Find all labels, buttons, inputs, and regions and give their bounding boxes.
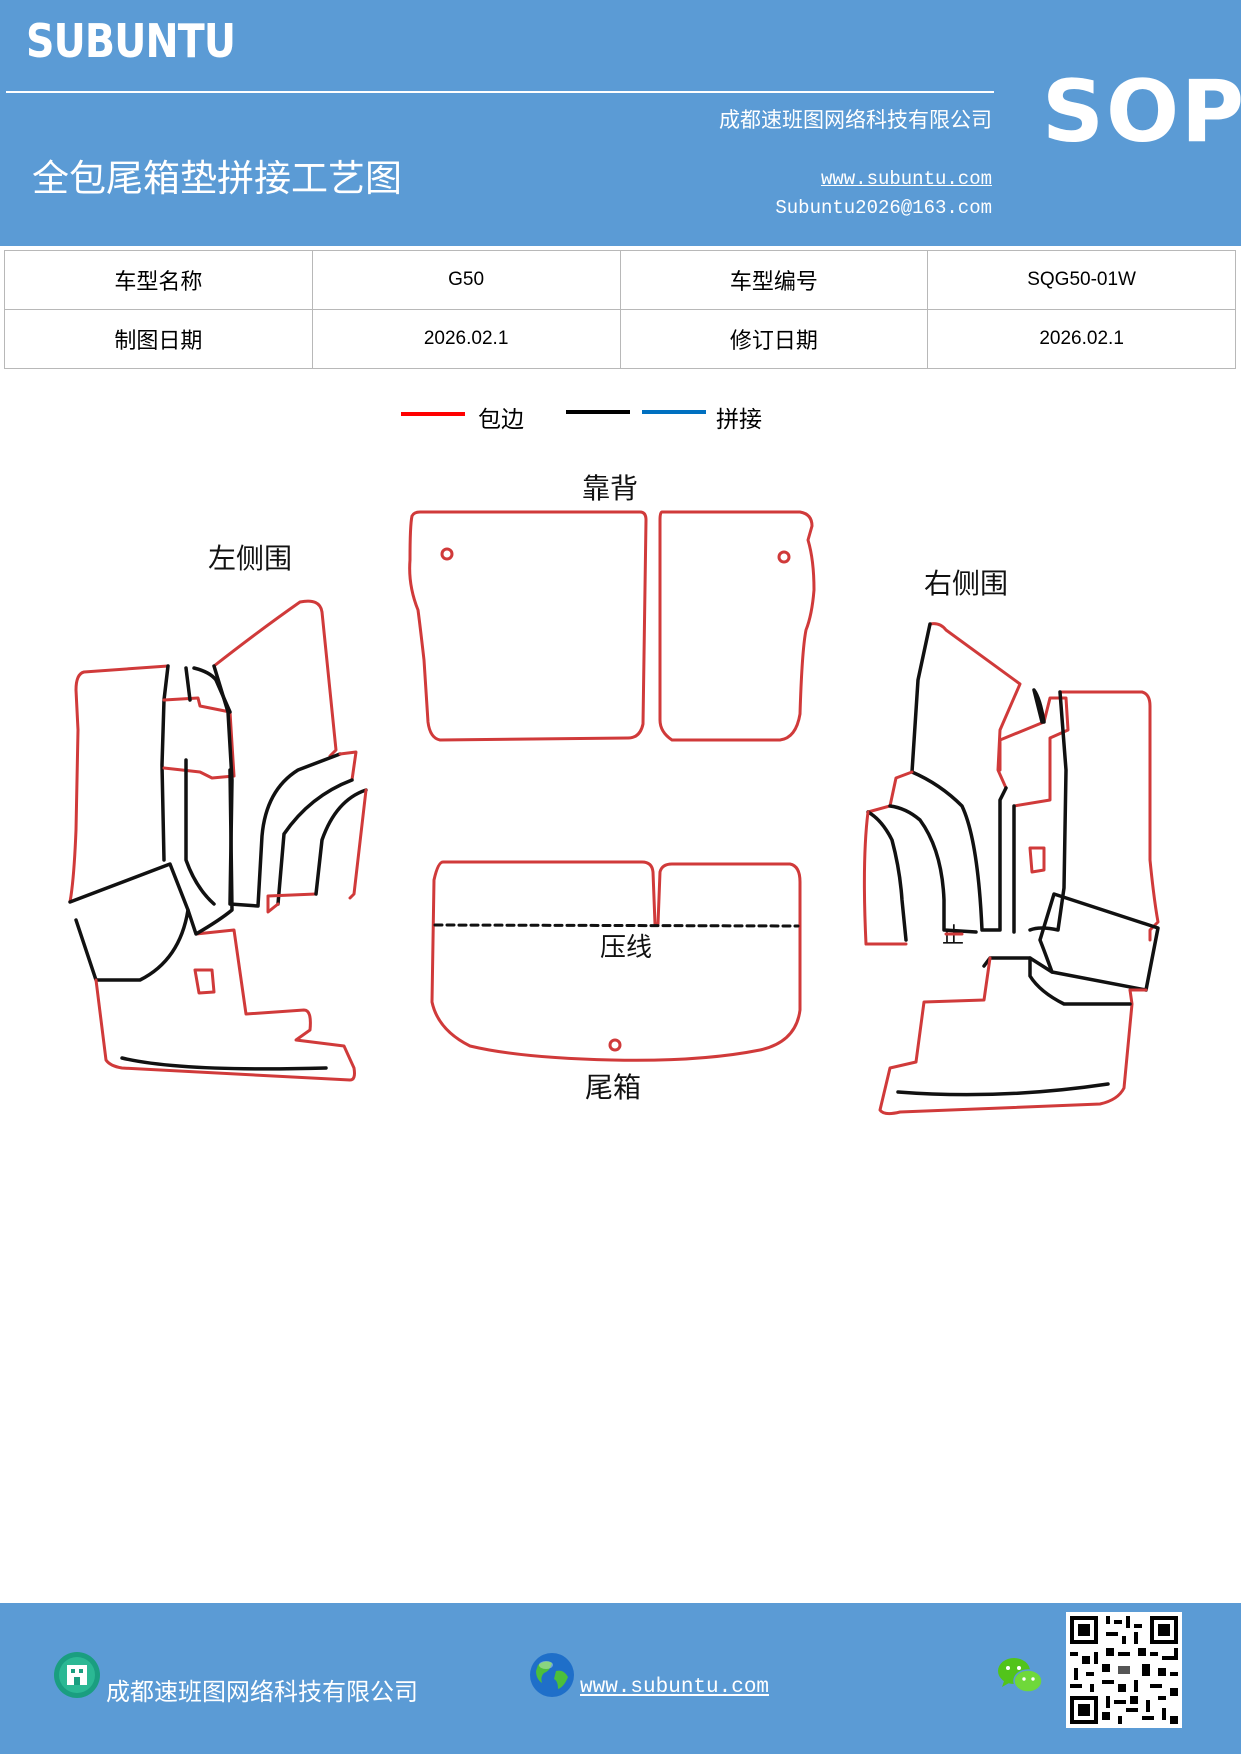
backrest-right-hole xyxy=(777,550,791,564)
trunk-floor-panel xyxy=(430,860,802,1062)
trunk-mat-diagram: 靠背 左侧围 右侧围 压线 尾箱 止 xyxy=(68,472,1160,1116)
model-name-value: G50 xyxy=(311,250,621,310)
label-backrest: 靠背 xyxy=(582,472,638,505)
draw-date-label: 制图日期 xyxy=(4,309,313,369)
footer-banner: 成都速班图网络科技有限公司 www.subuntu.com xyxy=(0,1603,1241,1754)
website-link[interactable]: www.subuntu.com xyxy=(820,168,992,190)
footer-website[interactable]: www.subuntu.com xyxy=(580,1676,770,1699)
model-name-label: 车型名称 xyxy=(4,250,313,310)
backrest-left-panel xyxy=(408,510,648,742)
revise-date-label: 修订日期 xyxy=(619,309,929,369)
legend-label-edge: 包边 xyxy=(478,407,524,433)
header-banner: SUBUNTU 成都速班图网络科技有限公司 全包尾箱垫拼接工艺图 www.sub… xyxy=(0,0,1241,246)
label-press-line: 压线 xyxy=(600,933,652,963)
label-right-side: 右侧围 xyxy=(924,567,1008,600)
building-icon xyxy=(54,1652,100,1698)
qr-code[interactable] xyxy=(1066,1612,1182,1728)
left-side-panel xyxy=(68,599,368,1082)
wechat-icon[interactable] xyxy=(996,1655,1044,1697)
right-side-panel xyxy=(862,622,1160,1116)
footer-company: 成都速班图网络科技有限公司 xyxy=(106,1678,418,1706)
brand-logo: SUBUNTU xyxy=(26,14,236,68)
company-name: 成都速班图网络科技有限公司 xyxy=(719,108,992,132)
info-table: 车型名称 G50 车型编号 SQG50-01W 制图日期 2026.02.1 修… xyxy=(4,250,1236,369)
email-address: Subuntu2026@163.com xyxy=(775,197,992,219)
legend-swatch-red xyxy=(401,412,465,416)
trunk-hole xyxy=(608,1038,622,1052)
press-line xyxy=(433,923,800,928)
header-divider xyxy=(6,91,994,93)
page-title: 全包尾箱垫拼接工艺图 xyxy=(32,157,402,200)
globe-icon xyxy=(530,1653,574,1697)
backrest-right-panel xyxy=(658,510,816,742)
label-trunk: 尾箱 xyxy=(585,1071,641,1104)
model-code-label: 车型编号 xyxy=(619,250,929,310)
legend-label-seam: 拼接 xyxy=(716,407,762,433)
table-row: 车型名称 G50 车型编号 SQG50-01W xyxy=(4,250,1236,310)
label-left-side: 左侧围 xyxy=(208,542,292,575)
sop-badge: SOP xyxy=(1042,62,1241,162)
revise-date-value: 2026.02.1 xyxy=(927,309,1236,369)
model-code-value: SQG50-01W xyxy=(927,250,1236,310)
table-row: 制图日期 2026.02.1 修订日期 2026.02.1 xyxy=(4,309,1236,369)
legend-swatch-black xyxy=(566,410,630,414)
backrest-left-hole xyxy=(440,547,454,561)
legend-swatch-blue xyxy=(642,410,706,414)
draw-date-value: 2026.02.1 xyxy=(311,309,621,369)
